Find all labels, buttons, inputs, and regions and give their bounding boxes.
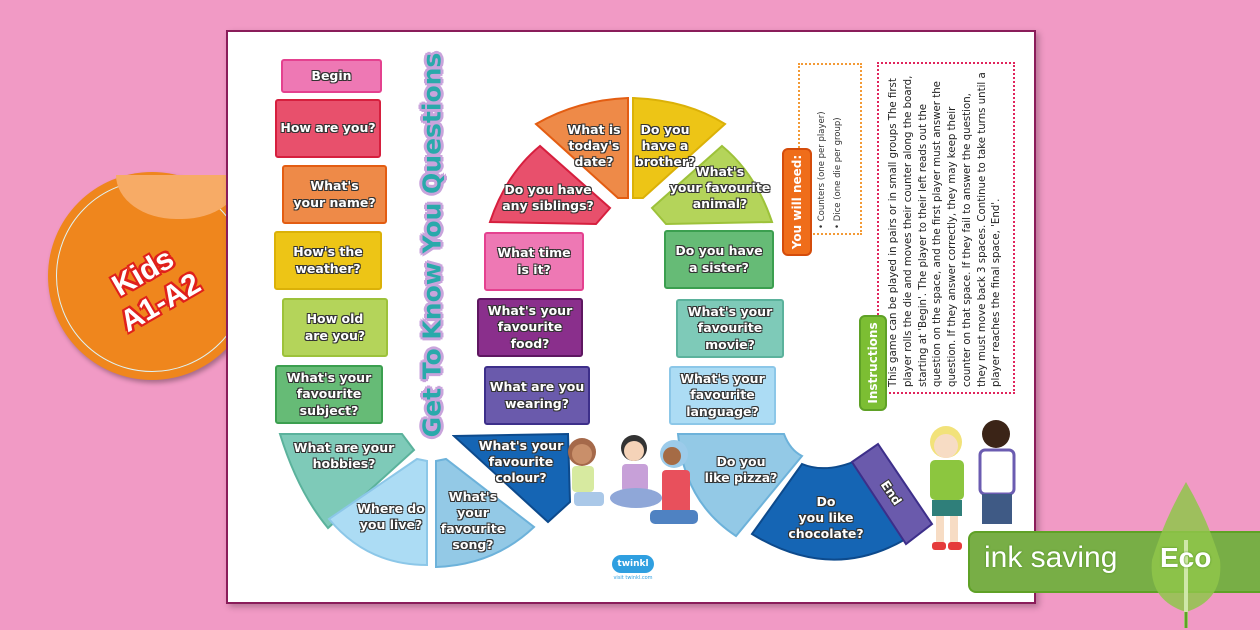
space-what-are-you-wearing: What are you wearing? [484,366,590,425]
space-favourite-song: What's your favourite song? [434,457,538,569]
space-favourite-language: What's your favourite language? [669,366,776,425]
instructions-heading: Instructions [859,315,887,411]
kids-standing-icon [930,420,1016,550]
board-title: Get To Know You Questions [417,52,447,438]
segment-shape [650,144,774,226]
space-favourite-movie: What's your favourite movie? [676,299,784,358]
kids-sitting-icon [568,435,698,524]
space-end: End [850,442,934,546]
level-badge: Kids A1-A2 [48,172,256,380]
segment-shape [435,457,536,569]
space-favourite-subject: What's your favourite subject? [275,365,383,424]
segment-shape [676,433,804,538]
space-where-do-you-live: Where do you live? [327,457,431,567]
space-what-time-is-it: What time is it? [484,232,584,291]
ink-saving-label: ink saving [984,541,1118,574]
list-item: • Dice (one die per group) [833,117,843,229]
space-favourite-food: What's your favourite food? [477,298,583,357]
you-will-need-list: • Counters (one per player) • Dice (one … [814,69,846,229]
leaf-icon [1151,482,1221,628]
list-item: • Counters (one per player) [816,111,827,229]
segment-shape [850,442,934,546]
eco-label: Eco [1160,542,1212,573]
space-todays-date: What is today's date? [534,96,630,200]
instructions-box: This game can be played in pairs or in s… [877,62,1015,394]
space-hows-the-weather: How's the weather? [274,231,382,290]
you-will-need-heading: You will need: [782,148,812,256]
segment-shape [632,96,727,199]
segment-shape [327,457,428,567]
twinkl-logo: twinkl [612,555,654,573]
space-how-are-you: How are you? [275,99,381,158]
twinkl-url: visit twinkl.com [613,575,653,581]
space-favourite-colour: What's your favourite colour? [452,432,574,524]
space-siblings: Do you have any siblings? [488,144,612,226]
space-pizza: Do you like pizza? [676,432,804,538]
space-sister: Do you have a sister? [664,230,774,289]
children-illustration [560,432,710,542]
instructions-text: This game can be played in pairs or in s… [887,72,1003,387]
space-brother: Do you have a brother? [631,96,727,200]
segment-shape [534,96,629,199]
space-how-old-are-you: How old are you? [282,298,388,357]
segment-shape [452,432,572,524]
segment-shape [488,144,612,226]
space-whats-your-name: What's your name? [282,165,387,224]
space-begin: Begin [281,59,382,93]
space-favourite-animal: What's your favourite animal? [650,144,774,226]
boys-illustration [922,418,1020,558]
